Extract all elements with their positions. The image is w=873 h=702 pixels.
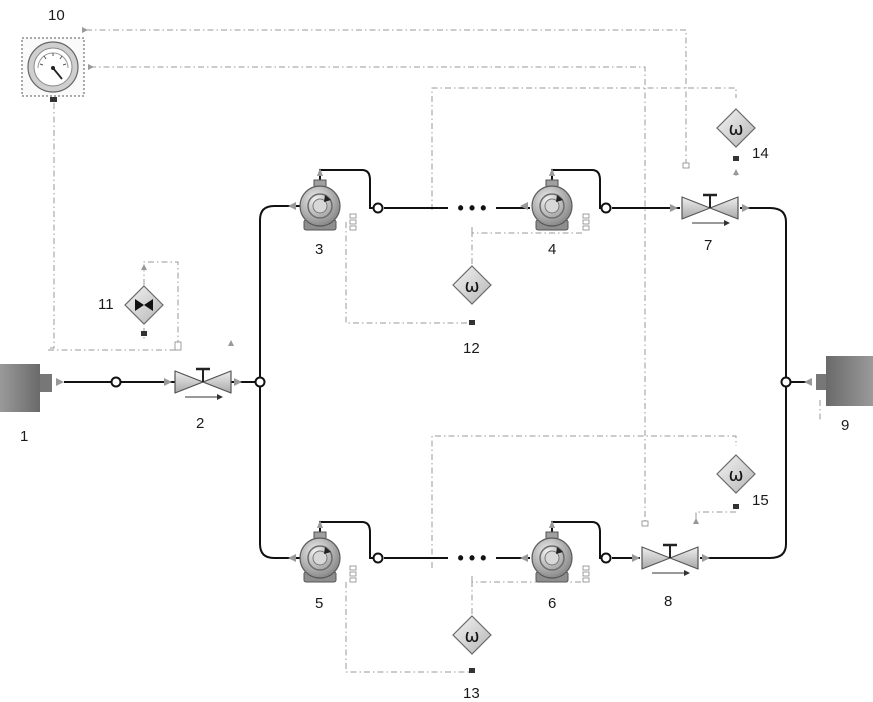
omega-icon: ω [464,276,479,297]
signal-pump3-to-ctrl-14 [432,88,736,210]
label-speed-controller-12: 12 [463,340,480,357]
pipe-junction-down [260,382,300,558]
label-pump-6: 6 [548,595,556,612]
omega-icon: ω [728,119,743,140]
label-source: 1 [20,428,28,445]
signal-ctrl-15-out [696,512,736,520]
omega-icon: ω [464,626,479,647]
signal-gauge-to-valve-7 [86,30,686,165]
pipe-valve-7-to-sink [740,208,810,382]
pressure-gauge[interactable] [22,27,94,102]
pump-5[interactable] [288,520,356,582]
pump-6-outlet-node [602,554,611,563]
sink-tank[interactable] [804,356,873,406]
label-gauge: 10 [48,7,65,24]
label-speed-controller-13: 13 [463,685,480,702]
label-valve-controller: 11 [98,296,114,313]
valve-8[interactable] [632,518,710,576]
source-tank[interactable] [0,364,64,412]
label-pump-5: 5 [315,595,323,612]
signal-ctrl-13-to-pumps [472,582,583,614]
signal-gauge-to-source [48,103,54,348]
pump-3-outlet-node [374,204,383,213]
pump-series-ellipsis-top: • • • [458,198,487,218]
label-pump-3: 3 [315,241,323,258]
speed-controller-14[interactable]: ω [717,109,755,175]
valve-position-controller[interactable] [125,264,181,350]
pump-4[interactable] [520,168,589,230]
pump-4-outlet-node [602,204,611,213]
pump-5-outlet-node [374,554,383,563]
pump-series-ellipsis-bottom: • • • [458,548,487,568]
label-valve-8: 8 [664,593,672,610]
omega-icon: ω [728,465,743,486]
junction-outlet [782,378,791,387]
label-speed-controller-14: 14 [752,145,769,162]
speed-controller-12[interactable]: ω [453,266,491,325]
valve-7[interactable] [670,163,750,226]
component-labels: 1 2 3 4 5 6 7 8 9 10 11 12 13 14 15 [20,7,849,702]
pipes [64,170,810,558]
label-speed-controller-15: 15 [752,492,769,509]
signal-ctrl-12-loop [346,222,472,323]
pump-3[interactable] [288,168,356,230]
label-inlet-valve: 2 [196,415,204,432]
speed-controller-15[interactable]: ω [717,455,755,509]
label-pump-4: 4 [548,241,556,258]
pipe-junction-up [260,206,300,382]
signal-ctrl-12-to-pumps [472,233,583,264]
signal-lines [48,30,820,672]
signal-gauge-to-valve-8 [90,67,645,523]
pump-6[interactable] [520,520,589,582]
junction-inlet [256,378,265,387]
label-sink: 9 [841,417,849,434]
flow-sensor [112,378,121,387]
signal-ctrl-13-loop [346,582,472,672]
label-valve-7: 7 [704,237,712,254]
signal-source-to-valve-2 [48,345,178,350]
speed-controller-13[interactable]: ω [453,616,491,673]
